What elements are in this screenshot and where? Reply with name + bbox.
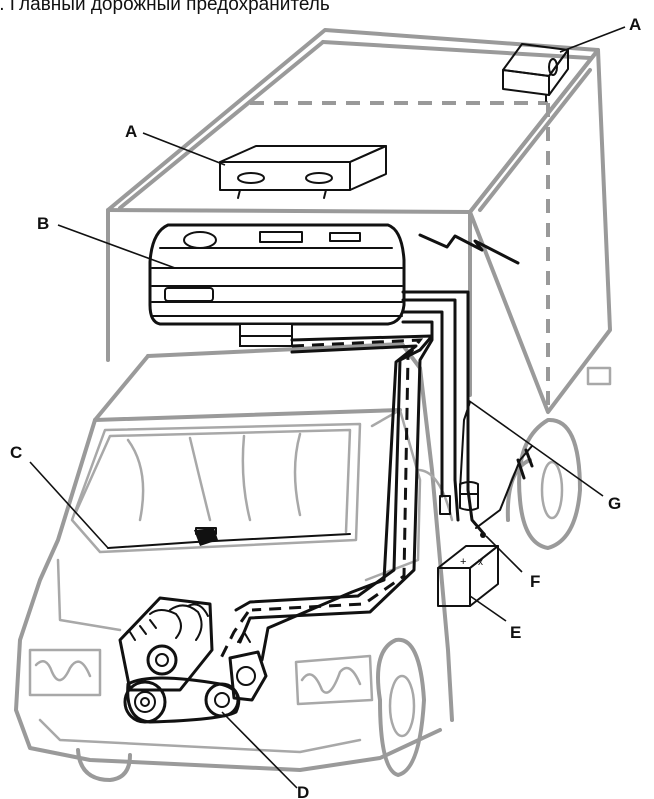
callout-a-top: A: [125, 122, 137, 141]
condenser-brand-label: Carrier: [170, 291, 200, 301]
callout-e: E: [510, 623, 521, 642]
battery-plus-label: +: [460, 556, 466, 568]
callout-f: F: [530, 572, 540, 591]
wiring-harness: [218, 290, 534, 662]
fuse-relay: [439, 481, 486, 538]
callout-g: G: [608, 494, 621, 513]
evaporator-unit-top: [219, 145, 387, 199]
engine-compressor: [118, 596, 268, 724]
diagram-caption: I. Главный дорожный предохранитель: [0, 0, 330, 15]
battery: [437, 545, 499, 607]
callout-d: D: [297, 783, 309, 799]
truck-cab: [14, 342, 582, 782]
cab-control-panel: [107, 527, 351, 549]
leader-lines: [29, 26, 626, 789]
condenser-unit: [148, 223, 406, 347]
callout-b: B: [37, 214, 49, 233]
cargo-box: [106, 28, 612, 414]
evaporator-unit-right: [502, 43, 569, 102]
callout-c: C: [10, 443, 22, 462]
battery-minus-label: x: [478, 557, 483, 568]
callout-a-right: A: [629, 15, 641, 34]
electrical-lightning-icon: [418, 233, 520, 265]
